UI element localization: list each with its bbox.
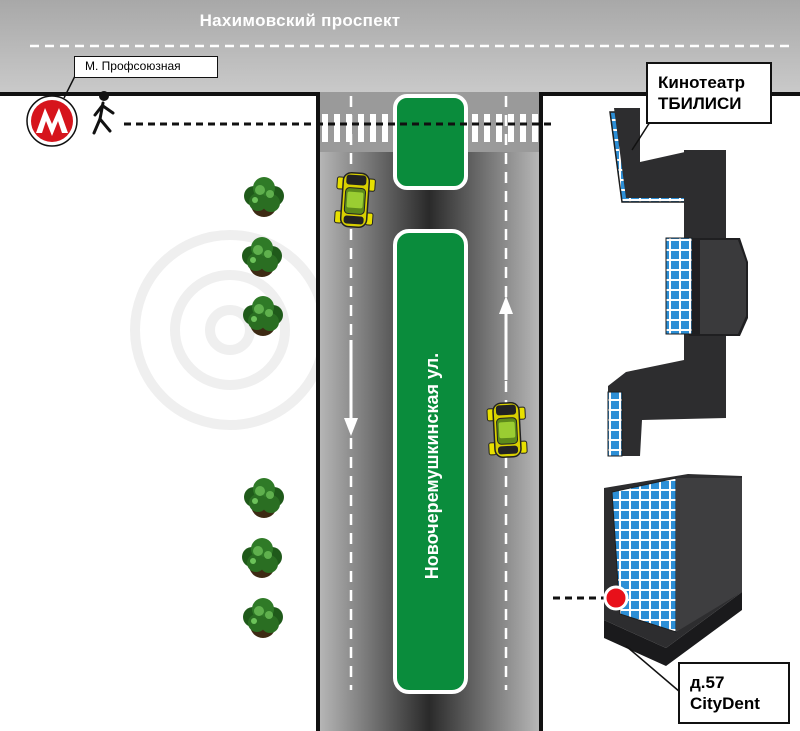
metro-station-label: М. Профсоюзная: [74, 56, 218, 78]
crosswalk: [322, 114, 538, 142]
clinic-label-line1: д.57: [690, 673, 725, 692]
median-top: [393, 94, 468, 190]
tree-icon-4: [244, 478, 284, 518]
clinic-leader: [625, 645, 681, 693]
direction-arrow-up: [499, 296, 513, 380]
watermark: [130, 230, 330, 430]
clinic-label: д.57 CityDent: [678, 662, 790, 724]
tree-icon-5: [242, 538, 282, 578]
clinic-label-line2: CityDent: [690, 694, 760, 713]
direction-arrow-down: [344, 340, 358, 436]
destination-marker-icon: [603, 585, 629, 611]
cinema-label: Кинотеатр ТБИЛИСИ: [646, 62, 772, 124]
tree-icon-6: [243, 598, 283, 638]
street-label-novocheremushkinskaya: Новочеремушкинская ул.: [422, 352, 442, 580]
street-label-nakhimovsky: Нахимовский проспект: [199, 11, 401, 30]
cinema-building: [607, 108, 748, 457]
cinema-label-line2: ТБИЛИСИ: [658, 94, 742, 113]
clinic-building: [604, 474, 742, 666]
median-main: [393, 229, 468, 694]
cinema-leader: [631, 121, 651, 151]
cinema-label-line1: Кинотеатр: [658, 73, 746, 92]
tree-icon-1: [244, 177, 284, 217]
metro-logo-icon: [26, 95, 78, 147]
pedestrian-icon: [92, 91, 115, 135]
